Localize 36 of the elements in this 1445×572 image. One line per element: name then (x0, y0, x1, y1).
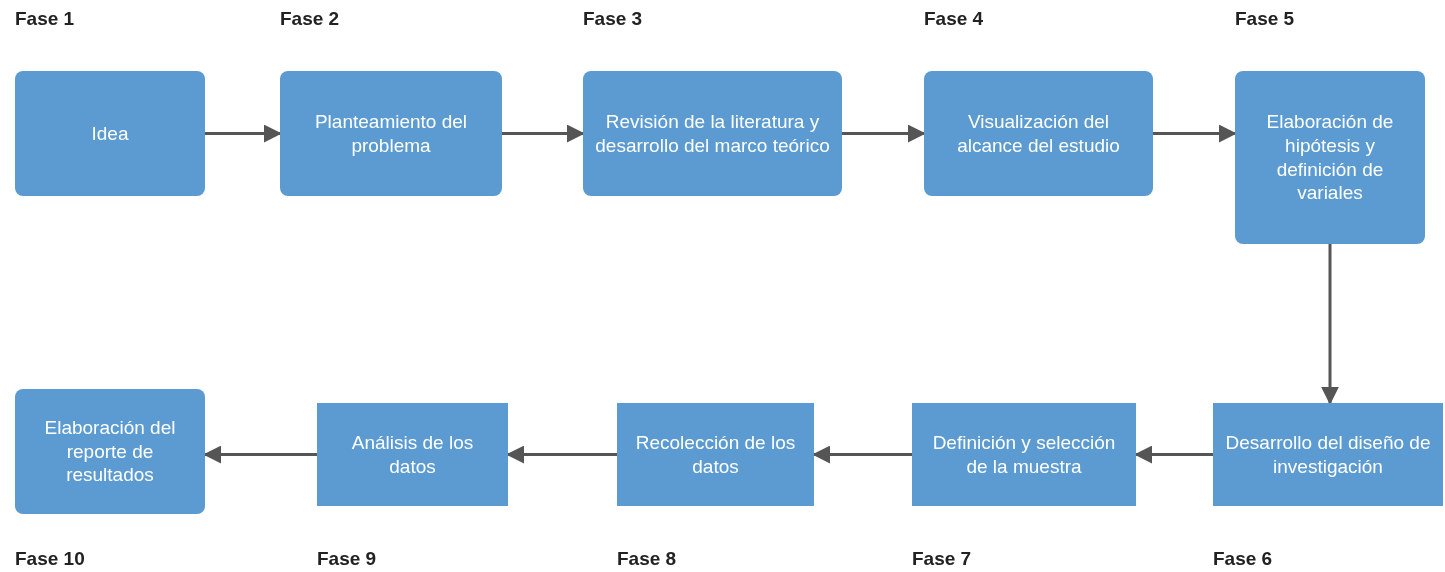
step-label: Elaboración de hipótesis y definición de variales (1265, 110, 1395, 205)
step-label: Revisión de la literatura y desarrollo del marco teórico (594, 109, 831, 158)
step-label: Planteamiento del problema (313, 109, 469, 158)
process-box (912, 403, 1136, 506)
step-label: Desarrollo del diseño de investigación (1224, 430, 1432, 479)
step-label: Visualización del alcance del estudio (956, 109, 1121, 158)
process-box (1213, 403, 1443, 506)
arrow (1153, 124, 1237, 143)
process-box (583, 71, 842, 196)
phase-label: Fase 6 (1213, 548, 1273, 570)
phase-label: Fase 9 (317, 548, 377, 570)
process-box (280, 71, 502, 196)
phase-label: Fase 7 (912, 548, 972, 570)
process-box (15, 389, 205, 514)
process-box (15, 71, 205, 196)
phase-label: Fase 4 (924, 8, 984, 30)
phase-label: Fase 2 (280, 8, 340, 30)
arrow (1321, 244, 1339, 405)
phase-label: Fase 10 (15, 548, 85, 570)
step-label: Idea (91, 121, 129, 146)
process-box (617, 403, 814, 506)
phase-label: Fase 3 (583, 8, 643, 30)
process-box (1235, 71, 1425, 244)
step-label: Elaboración del reporte de resultados (43, 415, 177, 488)
arrow (842, 124, 926, 143)
step-label: Definición y selección de la muestra (931, 430, 1117, 479)
step-label: Recolección de los datos (634, 430, 797, 479)
phase-label: Fase 1 (15, 8, 75, 30)
process-box (317, 403, 508, 506)
arrow (205, 124, 282, 143)
step-label: Análisis de los datos (350, 430, 475, 479)
arrow (502, 124, 585, 143)
phase-label: Fase 5 (1235, 8, 1295, 30)
phase-label: Fase 8 (617, 548, 677, 570)
process-box (924, 71, 1153, 196)
arrow (203, 445, 317, 464)
